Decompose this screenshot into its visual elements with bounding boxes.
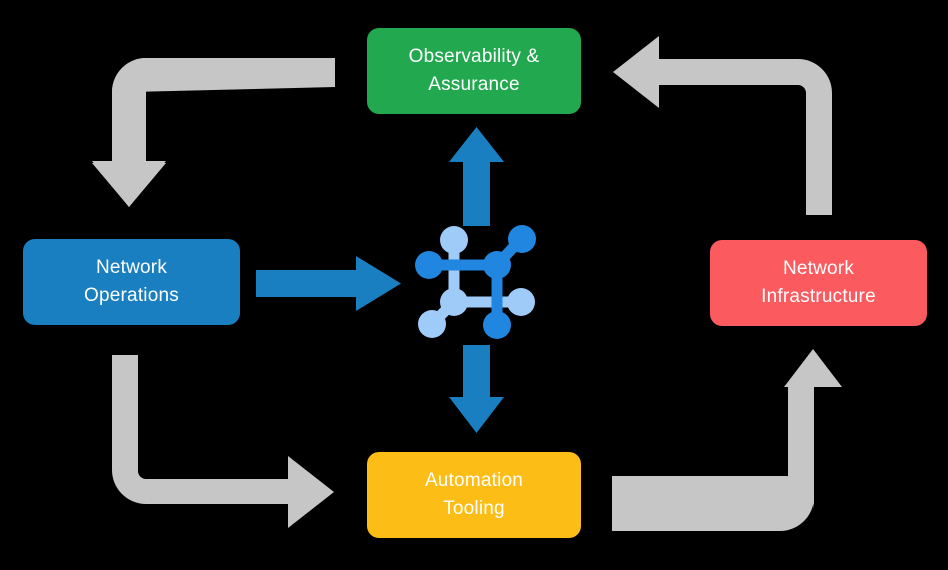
arrow-observability-to-operations	[92, 58, 335, 207]
node-network-operations[interactable]: Network Operations	[23, 239, 240, 325]
node-observability-assurance[interactable]: Observability & Assurance	[367, 28, 581, 114]
network-topology-icon	[415, 225, 536, 339]
node-automation-tooling[interactable]: Automation Tooling	[367, 452, 581, 538]
arrow-center-to-observability	[449, 127, 504, 226]
arrow-center-to-automation	[449, 345, 504, 433]
arrow-operations-to-automation	[112, 355, 334, 528]
node-observability-label: Observability & Assurance	[408, 46, 540, 95]
arrow-automation-to-infrastructure	[612, 349, 842, 531]
node-network-infrastructure[interactable]: Network Infrastructure	[710, 240, 927, 326]
node-automation-tooling-label: Automation Tooling	[424, 470, 524, 519]
arrow-infrastructure-to-observability	[613, 36, 832, 215]
node-network-operations-label: Network Operations	[84, 257, 179, 306]
arrow-operations-to-center	[256, 256, 401, 311]
node-network-infrastructure-label: Network Infrastructure	[761, 258, 876, 307]
